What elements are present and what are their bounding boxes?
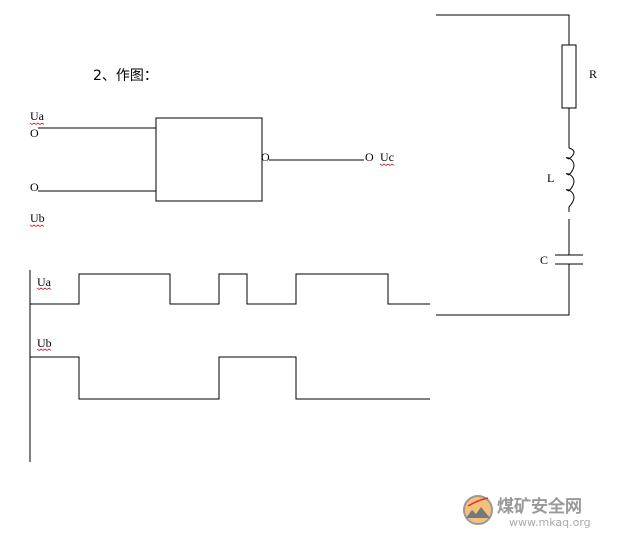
ub-waveform bbox=[30, 356, 430, 400]
bottom-wire bbox=[436, 264, 570, 316]
rlc-circuit bbox=[436, 14, 583, 316]
resistor bbox=[561, 44, 577, 109]
ub-wave-label: Ub bbox=[37, 336, 52, 350]
input-b-label: Ub bbox=[30, 211, 45, 225]
watermark-logo bbox=[463, 495, 493, 525]
input-a-label: Ua bbox=[30, 109, 45, 123]
logic-gate bbox=[38, 117, 364, 202]
spellcheck-underlines bbox=[29, 122, 395, 351]
ua-wave-label: Ua bbox=[37, 275, 52, 289]
watermark-name: 煤矿安全网 bbox=[497, 496, 582, 517]
input-a-terminal: O bbox=[30, 126, 39, 140]
capacitor-label: C bbox=[540, 253, 548, 267]
input-b-terminal: O bbox=[30, 180, 39, 194]
inductor-label: L bbox=[547, 171, 554, 185]
output-terminal: O bbox=[365, 150, 374, 164]
output-terminal-gate: O bbox=[261, 150, 270, 164]
resistor-label: R bbox=[589, 67, 597, 81]
gate-box bbox=[155, 117, 263, 202]
title: 2、作图： bbox=[93, 68, 158, 84]
top-wire bbox=[436, 14, 570, 45]
watermark-url: www.mkaq.org bbox=[509, 516, 591, 529]
output-label: Uc bbox=[380, 150, 394, 164]
ua-waveform bbox=[30, 273, 430, 305]
inductor bbox=[566, 147, 575, 212]
